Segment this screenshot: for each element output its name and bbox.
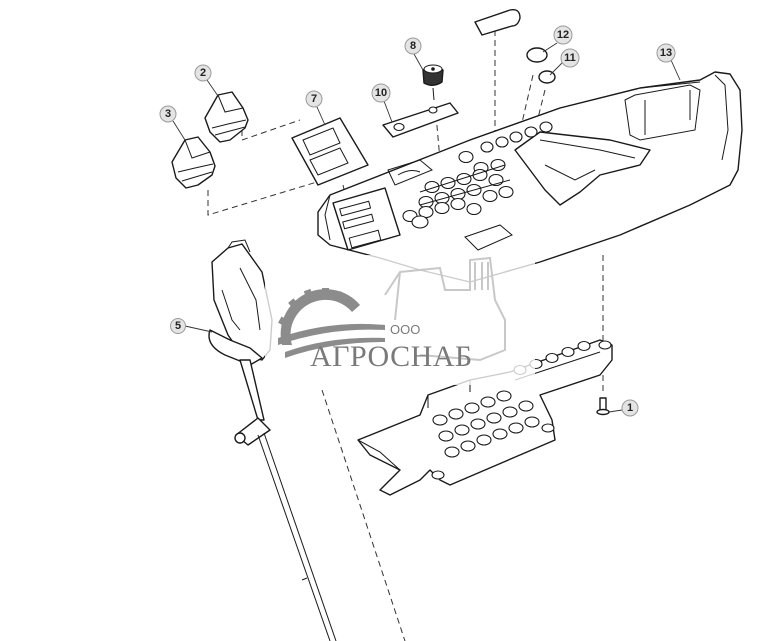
console-keypad: [402, 150, 514, 229]
svg-text:5: 5: [175, 320, 181, 332]
svg-text:3: 3: [165, 108, 171, 120]
part-7-switch-bezel[interactable]: [291, 117, 369, 186]
carrier-keypad-holes: [432, 340, 591, 458]
callout-2[interactable]: 2: [194, 64, 212, 82]
callout-5[interactable]: 5: [170, 318, 186, 334]
watermark-combine-icon: [384, 256, 506, 362]
callout-8[interactable]: 8: [404, 37, 422, 55]
watermark-gear-icon: [278, 288, 385, 358]
callout-3[interactable]: 3: [159, 105, 177, 123]
callout-10[interactable]: 10: [371, 83, 391, 103]
svg-text:12: 12: [557, 29, 569, 41]
watermark-brand: АГРОСНАБ: [310, 340, 473, 373]
part-1-screw[interactable]: [596, 397, 610, 416]
part-10-gasket-plate[interactable]: [382, 102, 459, 138]
part-cover-pill[interactable]: [474, 8, 521, 36]
callout-12[interactable]: 12: [553, 25, 573, 45]
svg-text:13: 13: [660, 47, 672, 59]
part-3-switch-cap[interactable]: [171, 136, 216, 189]
callout-1[interactable]: 1: [621, 399, 639, 417]
callout-7[interactable]: 7: [305, 90, 323, 108]
svg-text:8: 8: [410, 40, 416, 52]
part-12-round-cap[interactable]: [526, 47, 548, 63]
svg-text:2: 2: [200, 67, 206, 79]
svg-text:11: 11: [564, 52, 576, 64]
svg-text:10: 10: [375, 87, 387, 99]
part-2-switch-cap[interactable]: [204, 91, 249, 143]
callout-13[interactable]: 13: [656, 43, 676, 63]
svg-text:7: 7: [311, 93, 317, 105]
watermark-prefix: ООО: [390, 322, 420, 337]
leader-lines: [172, 42, 681, 413]
part-13-console-housing[interactable]: [317, 71, 743, 283]
part-8-rotary-knob[interactable]: [422, 64, 444, 101]
part-5-joystick[interactable]: [208, 239, 337, 641]
callout-11[interactable]: 11: [560, 48, 580, 68]
watermark: ООО АГРОСНАБ: [265, 255, 535, 385]
part-keypad-carrier[interactable]: [357, 339, 613, 496]
svg-text:1: 1: [627, 402, 633, 414]
